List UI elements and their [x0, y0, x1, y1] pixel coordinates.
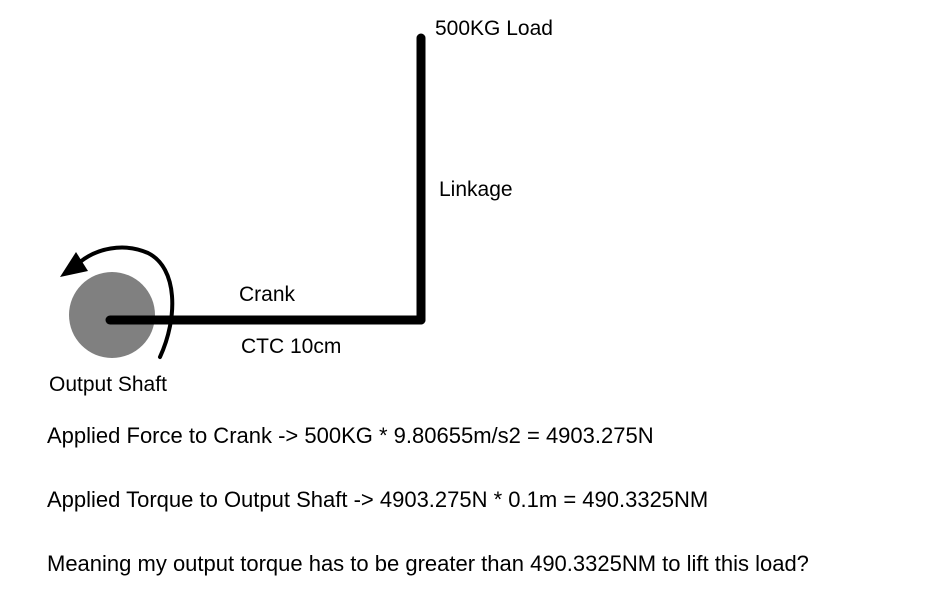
load-label: 500KG Load [435, 17, 553, 40]
output-shaft-label: Output Shaft [49, 373, 167, 396]
linkage-label: Linkage [439, 178, 513, 201]
output-shaft-disc [69, 272, 155, 358]
output-torque-question: Meaning my output torque has to be great… [47, 551, 809, 576]
rotation-arrow-head [60, 252, 88, 277]
applied-force-equation: Applied Force to Crank -> 500KG * 9.8065… [47, 423, 654, 448]
crank-label: Crank [239, 283, 296, 306]
ctc-label: CTC 10cm [241, 335, 342, 358]
applied-torque-equation: Applied Torque to Output Shaft -> 4903.2… [47, 487, 709, 512]
rotation-arrow-arc [78, 245, 175, 359]
